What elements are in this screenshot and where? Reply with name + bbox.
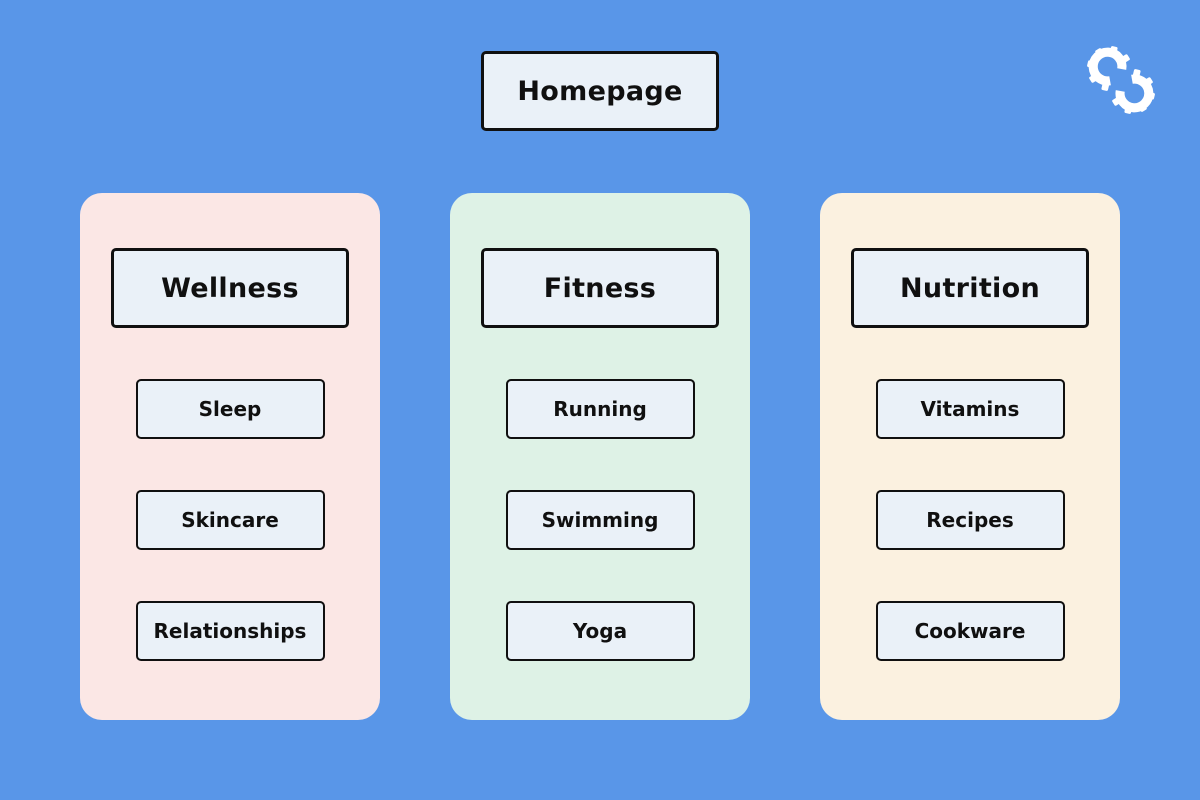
node-cookware-label: Cookware <box>914 619 1026 643</box>
node-vitamins[interactable]: Vitamins <box>875 379 1065 439</box>
node-recipes[interactable]: Recipes <box>875 490 1065 550</box>
category-columns: Wellness Sleep Skincare Relationships Fi… <box>0 193 1200 720</box>
node-wellness-label: Wellness <box>161 272 299 304</box>
homepage-node-label: Homepage <box>517 75 683 107</box>
node-fitness[interactable]: Fitness <box>481 248 719 328</box>
node-running[interactable]: Running <box>505 379 695 439</box>
node-cookware[interactable]: Cookware <box>875 601 1065 661</box>
node-relationships-label: Relationships <box>153 619 307 643</box>
node-vitamins-label: Vitamins <box>920 397 1020 421</box>
node-sleep-label: Sleep <box>198 397 262 421</box>
node-yoga-label: Yoga <box>572 619 628 643</box>
node-relationships[interactable]: Relationships <box>135 601 325 661</box>
panel-fitness: Fitness Running Swimming Yoga <box>450 193 750 720</box>
node-fitness-label: Fitness <box>543 272 657 304</box>
interlocking-gears-icon <box>1074 34 1168 126</box>
node-nutrition-label: Nutrition <box>900 272 1040 304</box>
panel-wellness: Wellness Sleep Skincare Relationships <box>80 193 380 720</box>
homepage-node[interactable]: Homepage <box>481 51 719 131</box>
node-skincare-label: Skincare <box>181 508 279 532</box>
node-swimming[interactable]: Swimming <box>505 490 695 550</box>
node-running-label: Running <box>553 397 647 421</box>
node-wellness[interactable]: Wellness <box>111 248 349 328</box>
node-sleep[interactable]: Sleep <box>135 379 325 439</box>
panel-nutrition: Nutrition Vitamins Recipes Cookware <box>820 193 1120 720</box>
node-swimming-label: Swimming <box>541 508 659 532</box>
node-skincare[interactable]: Skincare <box>135 490 325 550</box>
node-yoga[interactable]: Yoga <box>505 601 695 661</box>
node-recipes-label: Recipes <box>926 508 1014 532</box>
node-nutrition[interactable]: Nutrition <box>851 248 1089 328</box>
